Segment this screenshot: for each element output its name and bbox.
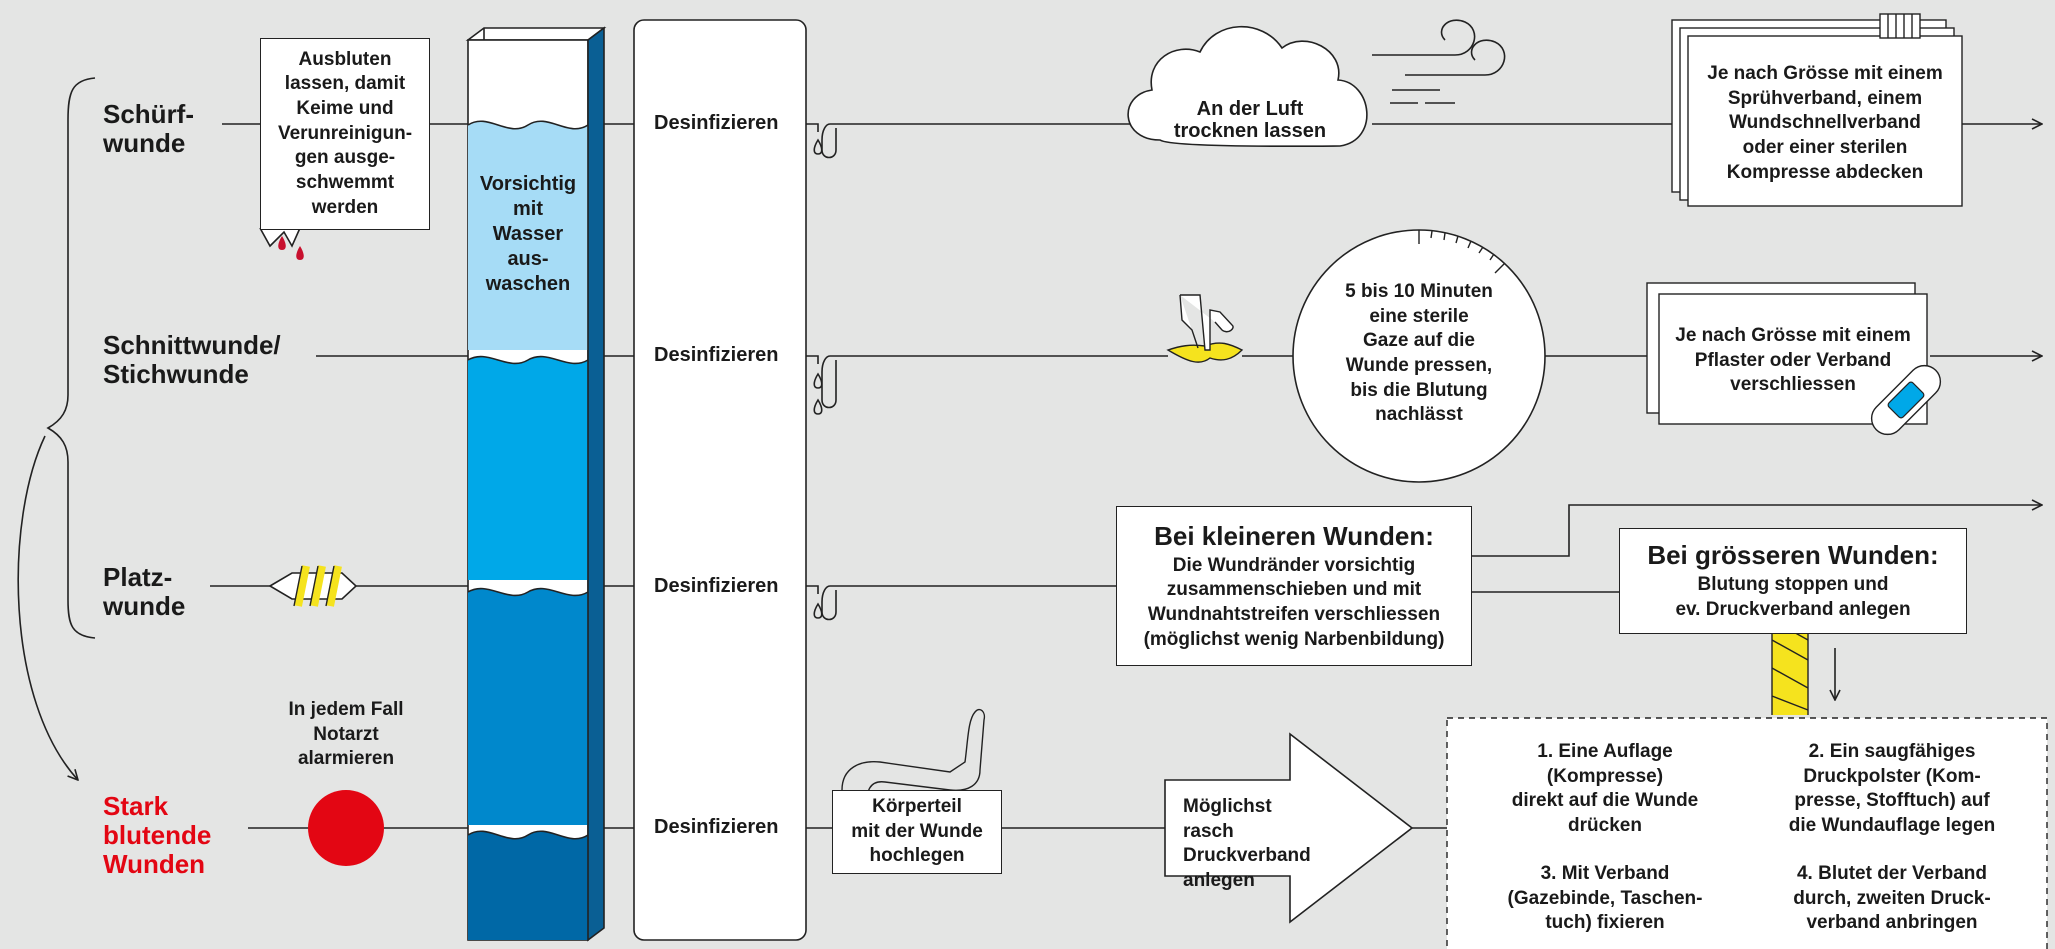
large-wound-title: Bei grösseren Wunden: xyxy=(1647,540,1939,571)
water-column xyxy=(465,26,607,942)
plaster-icon xyxy=(1870,364,1942,436)
curved-arrow xyxy=(17,435,78,780)
label-abrasion: Schürf- wunde xyxy=(103,99,194,159)
drip-icons xyxy=(813,123,838,621)
pressure-bandage-icon xyxy=(1771,619,1809,715)
disinfect-label-1: Desinfizieren xyxy=(654,112,779,134)
timer-circle xyxy=(1292,229,1546,483)
label-cut: Schnittwunde/ Stichwunde xyxy=(103,330,281,390)
step-4: 4. Blutet der Verband durch, zweiten Dru… xyxy=(1793,863,1991,934)
gauze-hand-icon xyxy=(1166,294,1244,363)
bandage-roll-icon xyxy=(1879,13,1921,39)
bleed-note-box: Ausbluten lassen, damit Keime und Verunr… xyxy=(260,38,430,230)
steps-box xyxy=(1446,717,2048,949)
close-text: Je nach Grösse mit einem Pflaster oder V… xyxy=(1675,325,1911,396)
small-wound-box: Bei kleineren Wunden: Die Wundränder vor… xyxy=(1116,506,1472,666)
big-arrow xyxy=(1164,732,1414,924)
group-bracket xyxy=(46,77,96,639)
disinfect-column xyxy=(633,19,807,941)
step-3: 3. Mit Verband (Gazebinde, Taschen- tuch… xyxy=(1507,863,1703,934)
cover-text: Je nach Grösse mit einem Sprühverband, e… xyxy=(1707,63,1943,183)
cloud-shape xyxy=(1127,25,1368,148)
elevate-box: Körperteil mit der Wunde hochlegen xyxy=(832,790,1002,874)
small-wound-text: Die Wundränder vorsichtig zusammenschieb… xyxy=(1143,554,1445,650)
large-wound-text: Blutung stoppen und ev. Druckverband anl… xyxy=(1675,574,1911,620)
elevate-text: Körperteil mit der Wunde hochlegen xyxy=(851,795,983,867)
alarm-dot xyxy=(308,790,384,866)
label-heavy-bleeding: Stark blutende Wunden xyxy=(103,791,212,880)
bleed-note-text: Ausbluten lassen, damit Keime und Verunr… xyxy=(277,48,413,218)
large-wound-box: Bei grösseren Wunden: Blutung stoppen un… xyxy=(1619,528,1967,634)
blood-drop-icon xyxy=(278,236,286,250)
small-wound-title: Bei kleineren Wunden: xyxy=(1154,520,1434,551)
raised-leg-icon xyxy=(841,708,986,826)
laceration-icon xyxy=(268,565,358,607)
step-2: 2. Ein saugfähiges Druckpolster (Kom- pr… xyxy=(1788,741,1996,837)
step-1: 1. Eine Auflage (Kompresse) direkt auf d… xyxy=(1511,741,1699,837)
press-text: 5 bis 10 Minuten eine sterile Gaze auf d… xyxy=(1345,281,1493,426)
dry-text: An der Luft trocknen lassen xyxy=(1173,98,1327,143)
label-laceration: Platz- wunde xyxy=(103,562,186,622)
alarm-text: In jedem Fall Notarzt alarmieren xyxy=(288,699,404,770)
wind-icon xyxy=(1372,19,1476,56)
water-rinse-text: Vorsichtig mit Wasser aus- waschen xyxy=(479,173,577,295)
bandage-text: Möglichst rasch Druckverband anlegen xyxy=(1183,796,1311,892)
disinfect-label-4: Desinfizieren xyxy=(654,816,779,838)
disinfect-label-3: Desinfizieren xyxy=(654,575,779,597)
disinfect-label-2: Desinfizieren xyxy=(654,344,779,366)
